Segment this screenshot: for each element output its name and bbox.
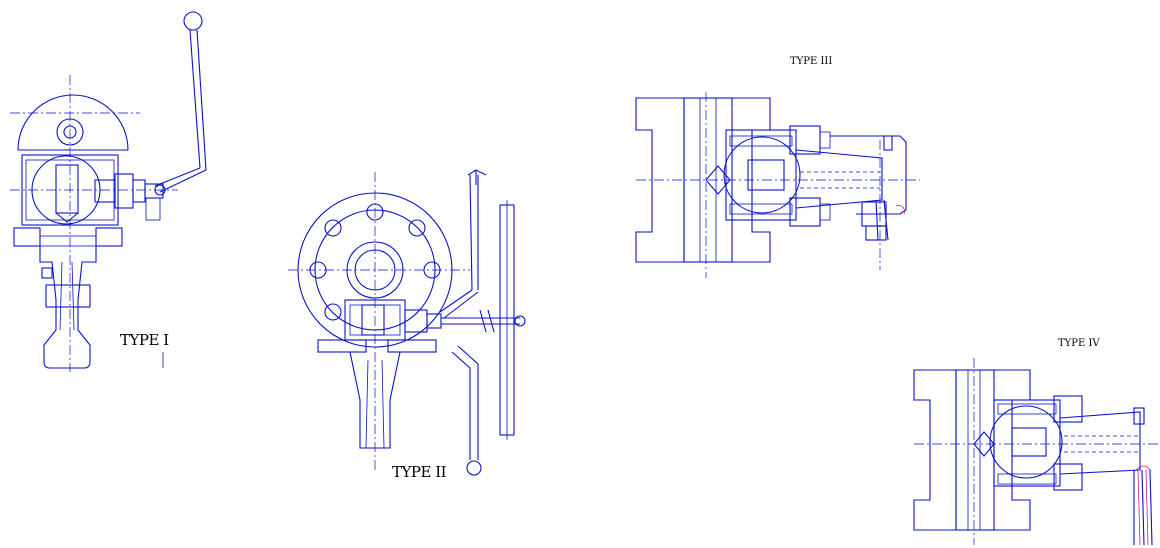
type-2-valve-drawing: [288, 169, 526, 476]
type-4-valve-drawing: [913, 358, 1158, 546]
type-2-label: TYPE II: [392, 463, 447, 481]
type-1-valve-drawing: [10, 11, 207, 372]
type-3-label: TYPE III: [790, 56, 832, 67]
type-4-label: TYPE IV: [1058, 338, 1100, 349]
type-3-valve-drawing: [635, 92, 920, 278]
type-1-label: TYPE I: [120, 331, 169, 349]
